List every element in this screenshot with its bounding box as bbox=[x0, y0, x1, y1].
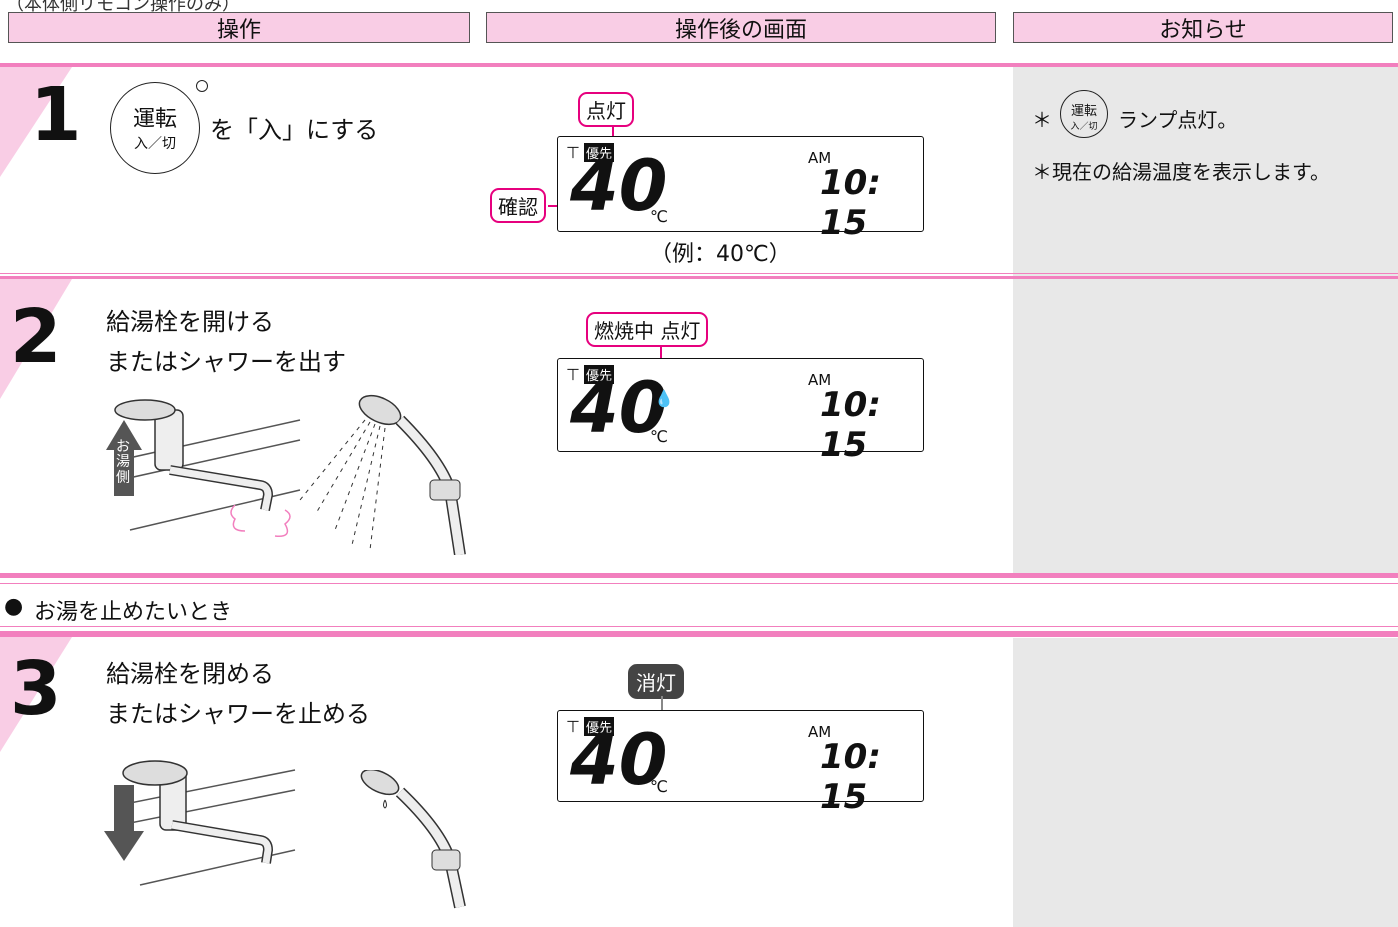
divider-band bbox=[0, 573, 1398, 578]
divider-line bbox=[0, 273, 1398, 274]
note-asterisk: ＊ bbox=[1032, 108, 1052, 132]
lcd-temperature: 40 bbox=[570, 145, 668, 227]
faucet-icon: ⊤ bbox=[566, 143, 580, 162]
divider-line bbox=[0, 626, 1398, 627]
note-temperature: ＊現在の給湯温度を表示します。 bbox=[1032, 160, 1330, 184]
section-title: お湯を止めたいとき bbox=[34, 600, 233, 625]
section-bullet: ● bbox=[4, 594, 24, 619]
shower-off-illustration bbox=[360, 770, 466, 909]
notes-column-upper bbox=[1013, 67, 1398, 573]
notes-column-lower bbox=[1013, 638, 1398, 927]
power-button-label: 運転 bbox=[132, 107, 177, 132]
step3-triangle bbox=[0, 637, 72, 752]
callout-pointer bbox=[612, 126, 614, 140]
lcd-time: 10: 15 bbox=[820, 163, 881, 243]
shower-on-illustration bbox=[299, 394, 466, 555]
lcd-display-1: ⊤ 優先 40 ℃ AM 10: 15 bbox=[557, 136, 924, 243]
flame-icon: 💧 bbox=[654, 389, 674, 408]
lcd-time: 10: 15 bbox=[820, 737, 881, 817]
callout-off: 消灯 bbox=[628, 664, 684, 699]
priority-badge: 優先 bbox=[584, 143, 615, 162]
priority-badge: 優先 bbox=[584, 717, 615, 736]
divider-band bbox=[0, 631, 1398, 637]
callout-lit: 点灯 bbox=[578, 92, 634, 127]
faucet-icon: ⊤ bbox=[566, 365, 580, 384]
callout-check: 確認 bbox=[490, 188, 546, 223]
faucet-closed-illustration bbox=[104, 760, 296, 886]
faucet-icon: ⊤ bbox=[566, 717, 580, 736]
step1-action: を「入」にする bbox=[210, 116, 379, 144]
header-notice: お知らせ bbox=[1013, 12, 1393, 43]
step2-line1: 給湯栓を開ける bbox=[106, 308, 274, 336]
note-lamp: ランプ点灯。 bbox=[1118, 108, 1238, 132]
hot-side-label: お湯側 bbox=[116, 439, 130, 486]
top-note: （本体側リモコン操作のみ） bbox=[6, 0, 240, 15]
step2-line2: またはシャワーを出す bbox=[106, 348, 346, 376]
step3-number: 3 bbox=[10, 646, 62, 732]
example-text: （例：40℃） bbox=[650, 242, 791, 267]
divider-line bbox=[0, 583, 1398, 584]
icon-sub: 入／切 bbox=[1070, 122, 1098, 132]
lcd-ampm: AM bbox=[808, 149, 832, 167]
power-button-icon: 運転 入／切 bbox=[1060, 90, 1108, 138]
header-operation: 操作 bbox=[8, 12, 470, 43]
lcd-display-3: ⊤ 優先 40 ℃ AM 10: 15 bbox=[557, 710, 924, 817]
lcd-ampm: AM bbox=[808, 723, 832, 741]
step1-number: 1 bbox=[30, 72, 82, 158]
lcd-display-2: ⊤ 優先 40 💧 ℃ AM 10: 15 bbox=[557, 358, 924, 465]
step2-number: 2 bbox=[10, 294, 62, 380]
priority-badge: 優先 bbox=[584, 365, 615, 384]
step2-triangle bbox=[0, 279, 72, 399]
step3-line2: またはシャワーを止める bbox=[106, 700, 370, 728]
divider-band bbox=[0, 276, 1398, 279]
power-button-sub: 入／切 bbox=[134, 136, 176, 152]
icon-label: 運転 bbox=[1070, 104, 1097, 119]
lcd-ampm: AM bbox=[808, 371, 832, 389]
lcd-temperature: 40 bbox=[570, 719, 668, 801]
power-button[interactable]: 運転 入／切 bbox=[110, 82, 200, 174]
callout-burning: 燃焼中 点灯 bbox=[586, 312, 709, 347]
step1-triangle bbox=[0, 67, 72, 177]
lamp-icon bbox=[196, 80, 208, 92]
step3-line1: 給湯栓を閉める bbox=[106, 660, 274, 688]
header-screen: 操作後の画面 bbox=[486, 12, 996, 43]
lcd-unit: ℃ bbox=[650, 427, 668, 446]
lcd-temperature: 40 bbox=[570, 367, 668, 449]
divider-band bbox=[0, 63, 1398, 67]
lcd-time: 10: 15 bbox=[820, 385, 881, 465]
faucet-open-illustration bbox=[106, 399, 301, 537]
lcd-unit: ℃ bbox=[650, 777, 668, 796]
lcd-unit: ℃ bbox=[650, 207, 668, 226]
